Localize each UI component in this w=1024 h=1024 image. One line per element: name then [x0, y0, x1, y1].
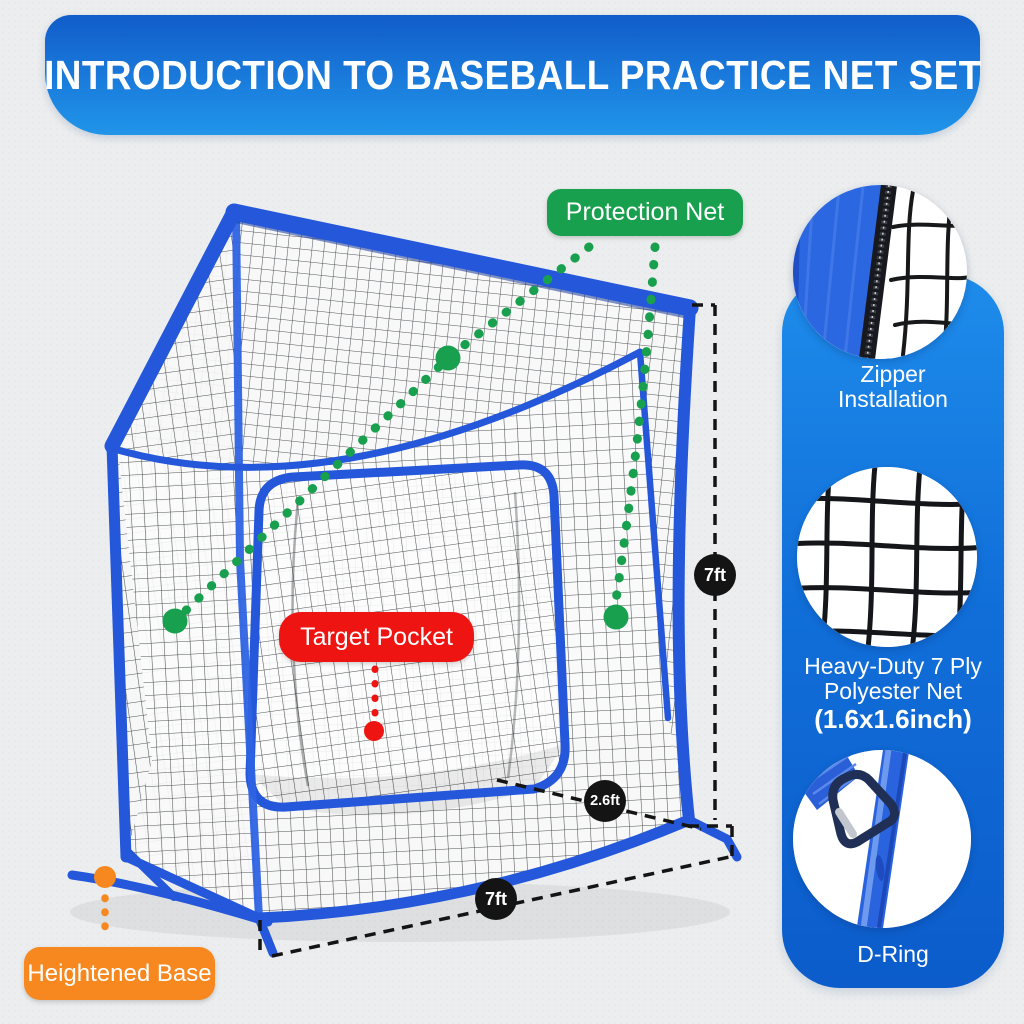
- feature-caption-line: Zipper: [860, 361, 926, 387]
- feature-caption-line: Installation: [838, 386, 948, 413]
- zipper-photo-icon: [793, 185, 967, 359]
- zipper-detail-photo: [793, 185, 967, 359]
- d-ring-detail-photo: [793, 750, 971, 928]
- height-dimension-badge: 7ft: [694, 554, 736, 596]
- header-banner: INTRODUCTION TO BASEBALL PRACTICE NET SE…: [43, 15, 982, 135]
- heightened-base-label: Heightened Base: [24, 947, 215, 1000]
- protection-net-label: Protection Net: [547, 189, 743, 236]
- feature-caption-net: Heavy-Duty 7 Ply Polyester Net (1.6x1.6i…: [782, 653, 1004, 734]
- depth-dimension-badge: 2.6ft: [584, 780, 626, 822]
- feature-caption-line: D-Ring: [857, 941, 929, 967]
- feature-caption-line: Heavy-Duty 7 Ply: [804, 653, 982, 679]
- feature-caption-dring: D-Ring: [782, 941, 1004, 967]
- feature-caption-line: (1.6x1.6inch): [814, 703, 972, 734]
- protection-net-dots: [162, 345, 629, 634]
- width-dimension-badge: 7ft: [475, 878, 517, 920]
- page-title: INTRODUCTION TO BASEBALL PRACTICE NET SE…: [43, 51, 982, 98]
- mesh-photo-icon: [797, 467, 977, 647]
- feature-caption-line: Polyester Net: [823, 678, 963, 705]
- mesh-detail-photo: [797, 467, 977, 647]
- heightened-base-dotted-line: [94, 866, 116, 944]
- d-ring-photo-icon: [793, 750, 971, 928]
- target-pocket-label: Target Pocket: [279, 612, 474, 662]
- feature-caption-zipper: Zipper Installation: [782, 361, 1004, 413]
- target-pocket-dotted-line: [364, 665, 384, 741]
